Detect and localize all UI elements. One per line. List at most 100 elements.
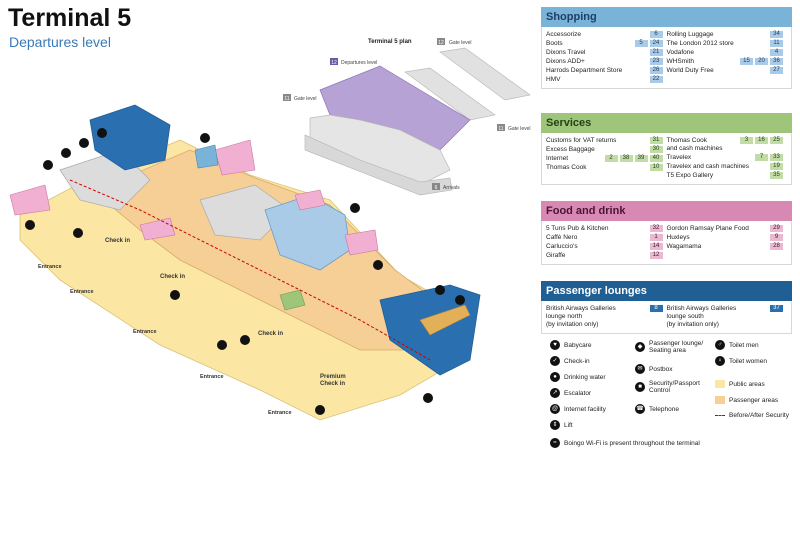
- location-number-badge: 30: [649, 146, 663, 153]
- lounges-panel: Passenger lounges British Airways Galler…: [541, 281, 792, 334]
- wagamama-unit: [294, 189, 326, 211]
- check-in-label: Check in: [105, 238, 130, 244]
- map-text: Check in Check in Check in Premium Check…: [38, 238, 346, 416]
- location-badges: 12: [649, 252, 663, 259]
- legend-internet: @Internet facility: [550, 404, 606, 414]
- legend-label: Check-in: [564, 357, 590, 365]
- legend-label: Internet facility: [564, 405, 606, 413]
- location-number-badge: 36: [770, 58, 783, 65]
- list-item-name: Vodafone: [666, 49, 694, 56]
- location-number-badge: 2: [604, 155, 618, 162]
- list-item-name: British Airways Galleries lounge north (…: [546, 305, 616, 328]
- seat-icon: ◆: [635, 342, 645, 352]
- toilet-icon: [61, 148, 71, 158]
- list-item: Accessorize 6: [546, 31, 667, 39]
- list-item-name: HMV: [546, 76, 561, 83]
- list-item-name: Accessorize: [546, 31, 582, 38]
- location-number-badge: 4: [770, 49, 783, 56]
- legend-label: Public areas: [729, 380, 765, 388]
- security-boundary-line: [69, 179, 431, 361]
- telephone-icon: ☎: [635, 404, 645, 414]
- legend-telephone: ☎ Telephone: [635, 404, 679, 414]
- telephone-icon: [240, 335, 250, 345]
- terminal-plan-inset: Terminal 5 plan 12 Gate level 12 Departu…: [283, 38, 531, 196]
- location-badges: 9: [770, 234, 783, 241]
- list-item-name: Caffè Nero: [546, 234, 578, 241]
- giraffe-unit: [214, 139, 256, 176]
- list-item-name: Carluccio's: [546, 243, 578, 250]
- terminal-map[interactable]: Terminal 5 plan 12 Gate level 12 Departu…: [0, 0, 540, 550]
- location-badges: 14: [649, 243, 663, 250]
- location-number-badge: 1: [649, 234, 663, 241]
- plan-num-12b: 12: [331, 60, 337, 66]
- shopping-header: Shopping: [541, 7, 792, 27]
- legend-label: Boingo Wi-Fi is present throughout the t…: [564, 439, 700, 447]
- location-badges: 8: [649, 305, 663, 312]
- location-number-badge: 34: [770, 31, 783, 38]
- legend-label: Telephone: [649, 405, 679, 413]
- toilet-icon: [435, 285, 445, 295]
- location-badges: 6: [649, 31, 663, 38]
- location-number-badge: 12: [649, 252, 663, 259]
- list-item-name: Internet: [546, 155, 569, 162]
- list-item-name: Dixons Travel: [546, 49, 586, 56]
- legend-drinking-water: ●Drinking water: [550, 372, 606, 382]
- list-item: Carluccio's 14: [546, 243, 667, 251]
- toilet-women-icon: ♀: [715, 356, 725, 366]
- list-item-name: Travelex and cash machines: [666, 163, 750, 170]
- list-item: Rolling Luggage 34: [667, 31, 788, 39]
- plan-num-12: 12: [438, 40, 444, 46]
- list-item: Dixons ADD+23: [546, 58, 667, 66]
- location-number-badge: 7: [755, 154, 768, 161]
- legend-label: Passenger areas: [729, 396, 779, 404]
- location-badges: 29: [770, 225, 783, 232]
- legend-wifi: ≈Boingo Wi-Fi is present throughout the …: [550, 438, 700, 448]
- telephone-icon: [170, 290, 180, 300]
- security-line-swatch: [715, 415, 725, 416]
- entrance-label: Entrance: [133, 329, 157, 335]
- drinking-water-icon: ●: [550, 372, 560, 382]
- escalator-icon: [79, 138, 89, 148]
- check-in-label: Check in: [160, 274, 185, 280]
- escalator-icon: [217, 340, 227, 350]
- plan-num-badge: [330, 58, 338, 65]
- location-badges: 26: [649, 67, 663, 74]
- map-icons[interactable]: [25, 128, 465, 415]
- customs-unit: [279, 289, 306, 311]
- list-item-name: T5 Expo Gallery: [666, 172, 714, 179]
- legend-lounge-seating: ◆Passenger lounge/ Seating area: [635, 340, 703, 354]
- legend-passenger-areas: Passenger areas: [715, 396, 778, 404]
- plan-num-badge: [437, 38, 445, 45]
- location-number-badge: 40: [649, 155, 663, 162]
- page-subtitle: Departures level: [9, 34, 111, 50]
- lounge-north-area: [89, 104, 171, 171]
- lift-icon: ⇕: [550, 420, 560, 430]
- plan-label-gate: Gate level: [449, 40, 472, 46]
- location-number-badge: 6: [649, 31, 663, 38]
- lift-icon: [97, 128, 107, 138]
- entrance-label: Entrance: [70, 289, 94, 295]
- lounges-list: British Airways Galleries lounge north (…: [541, 301, 792, 334]
- list-item-name: Rolling Luggage: [666, 31, 714, 38]
- legend-escalator: ↗Escalator: [550, 388, 591, 398]
- location-number-badge: 39: [634, 155, 648, 162]
- legend-label: Babycare: [564, 341, 592, 349]
- location-number-badge: 23: [649, 58, 663, 65]
- lounges-header: Passenger lounges: [541, 281, 792, 301]
- location-badges: 19: [770, 163, 783, 170]
